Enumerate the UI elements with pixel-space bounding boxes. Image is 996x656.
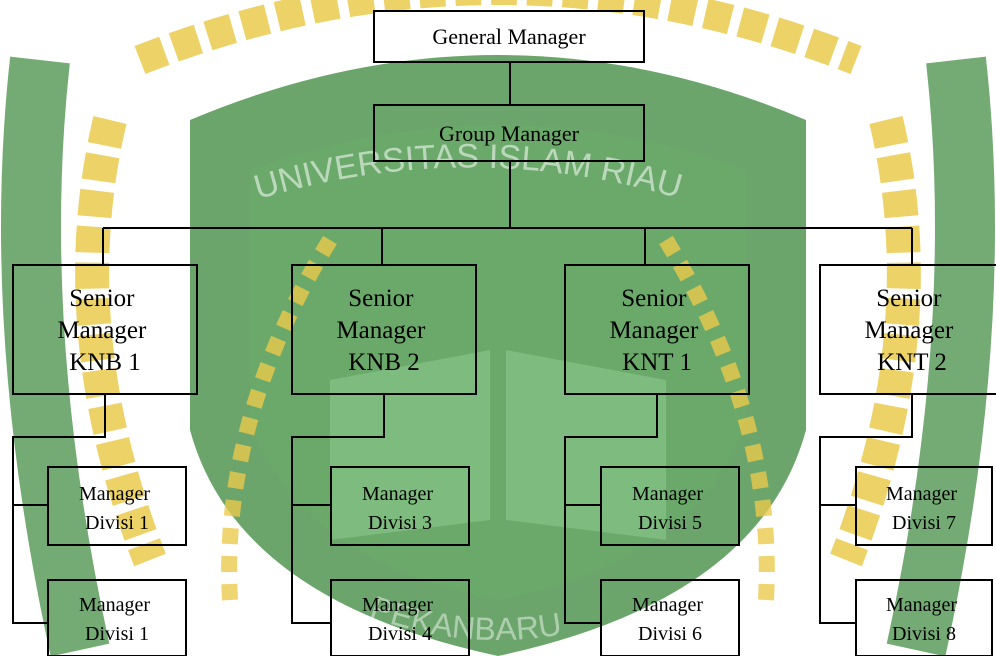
seal-wheat-right xyxy=(659,235,775,601)
node-manager-divisi-1a: Manager Divisi 1 xyxy=(47,466,187,546)
senior-manager-knb-1-label: Senior Manager KNB 1 xyxy=(57,285,152,376)
manager-divisi-4-label: Manager Divisi 4 xyxy=(362,594,438,645)
node-manager-divisi-3: Manager Divisi 3 xyxy=(330,466,470,546)
node-senior-manager-knt-1: Senior Manager KNT 1 xyxy=(564,264,750,395)
node-manager-divisi-4: Manager Divisi 4 xyxy=(330,579,470,656)
node-senior-manager-knb-1: Senior Manager KNB 1 xyxy=(12,264,198,395)
connector-senior-1-divisions xyxy=(12,394,106,624)
group-manager-label: Group Manager xyxy=(439,121,580,146)
connector-senior-3-divisions xyxy=(564,394,658,624)
node-manager-divisi-7: Manager Divisi 7 xyxy=(855,466,993,546)
node-manager-divisi-1b: Manager Divisi 1 xyxy=(47,579,187,656)
senior-manager-knb-2-label: Senior Manager KNB 2 xyxy=(336,285,431,376)
manager-divisi-1a-label: Manager Divisi 1 xyxy=(79,483,155,534)
seal-rope-band-right xyxy=(830,116,921,567)
node-senior-manager-knb-2: Senior Manager KNB 2 xyxy=(291,264,477,395)
seal-rope-band-top xyxy=(134,0,862,74)
seal-wheat-left xyxy=(221,235,337,601)
connector-lines xyxy=(12,62,913,624)
senior-manager-knt-2-label: Senior Manager KNT 2 xyxy=(864,285,959,376)
seal-book-shape xyxy=(330,350,666,540)
seal-edge-right xyxy=(886,56,995,656)
connector-senior-2-divisions xyxy=(291,394,385,624)
node-manager-divisi-5: Manager Divisi 5 xyxy=(600,466,740,546)
node-manager-divisi-8: Manager Divisi 8 xyxy=(855,579,993,656)
seal-rope-band-left xyxy=(75,116,166,567)
node-senior-manager-knt-2: Senior Manager KNT 2 xyxy=(819,264,996,395)
manager-divisi-6-label: Manager Divisi 6 xyxy=(632,594,708,645)
node-general-manager: General Manager xyxy=(373,10,645,63)
manager-divisi-7-label: Manager Divisi 7 xyxy=(886,483,962,534)
manager-divisi-1b-label: Manager Divisi 1 xyxy=(79,594,155,645)
senior-manager-knt-1-label: Senior Manager KNT 1 xyxy=(609,285,704,376)
manager-divisi-5-label: Manager Divisi 5 xyxy=(632,483,708,534)
manager-divisi-8-label: Manager Divisi 8 xyxy=(886,594,962,645)
seal-edge-left xyxy=(1,56,110,656)
manager-divisi-3-label: Manager Divisi 3 xyxy=(362,483,438,534)
connector-senior-4-divisions xyxy=(819,394,913,624)
node-manager-divisi-6: Manager Divisi 6 xyxy=(600,579,740,656)
general-manager-label: General Manager xyxy=(432,24,586,49)
node-group-manager: Group Manager xyxy=(373,104,645,162)
